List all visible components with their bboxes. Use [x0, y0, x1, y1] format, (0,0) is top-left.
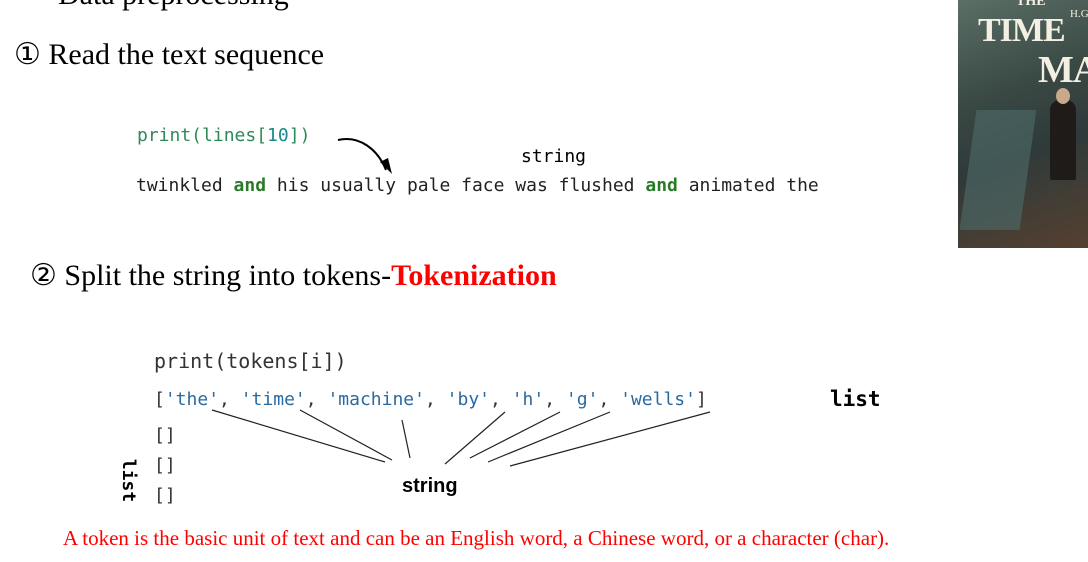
text-fragment: his usually pale face was flushed	[266, 175, 646, 196]
arrow-head	[380, 158, 392, 174]
list-separator: ,	[544, 389, 566, 410]
step1-heading: ① Read the text sequence	[14, 38, 324, 72]
token-item: 'the'	[164, 389, 220, 410]
time-machine-book-cover: THE TIME MAC H.G	[958, 0, 1088, 248]
tokenization-highlight: Tokenization	[391, 259, 557, 292]
cover-author: H.G	[1070, 8, 1088, 20]
token-to-string-lines	[211, 409, 711, 467]
list-separator: ,	[598, 389, 621, 410]
text-fragment: animated the	[677, 175, 819, 196]
step1-marker: ①	[14, 38, 41, 71]
step2-text: Split the string into tokens-	[56, 259, 392, 292]
token-item: 'h'	[511, 389, 545, 410]
print-lines-code: print(lines[10])	[137, 125, 311, 146]
empty-list-row: []	[154, 425, 176, 446]
step1-text: Read the text sequence	[40, 38, 325, 71]
cover-title-mac: MAC	[1038, 49, 1088, 91]
text-fragment: twinkled	[136, 175, 234, 196]
empty-list-row: []	[154, 485, 176, 506]
token-item: 'g'	[565, 389, 599, 410]
list-separator: ,	[490, 389, 512, 410]
slide-title-fragment: Data preprocessing	[58, 0, 289, 12]
list-type-label: list	[830, 387, 881, 411]
print-tokens-code: print(tokens[i])	[154, 349, 347, 373]
string-element-label: string	[402, 475, 458, 497]
cover-figure-illustration	[1050, 100, 1076, 180]
token-item: 'by'	[446, 389, 491, 410]
token-list-output: ['the', 'time', 'machine', 'by', 'h', 'g…	[154, 389, 707, 411]
cover-title-time: TIME	[978, 12, 1066, 49]
token-item: 'time'	[240, 389, 306, 410]
empty-list-row: []	[154, 455, 176, 476]
token-definition-note: A token is the basic unit of text and ca…	[63, 526, 890, 550]
list-separator: ,	[219, 389, 241, 410]
text-sequence-output: twinkled and his usually pale face was f…	[136, 175, 819, 196]
step2-marker: ②	[30, 259, 57, 292]
list-bracket: ]	[695, 389, 707, 410]
token-item: 'wells'	[620, 389, 696, 410]
cover-figure-head	[1056, 88, 1070, 104]
step2-heading: ② Split the string into tokens-Tokenizat…	[30, 259, 557, 293]
arrow-to-text	[337, 138, 387, 171]
keyword-token: and	[645, 175, 678, 196]
token-item: 'machine'	[327, 389, 425, 410]
list-bracket: [	[154, 389, 165, 410]
list-separator: ,	[424, 389, 447, 410]
list-separator: ,	[305, 389, 328, 410]
keyword-token: and	[233, 175, 267, 196]
cover-the: THE	[1016, 0, 1046, 9]
string-type-label: string	[521, 146, 587, 167]
